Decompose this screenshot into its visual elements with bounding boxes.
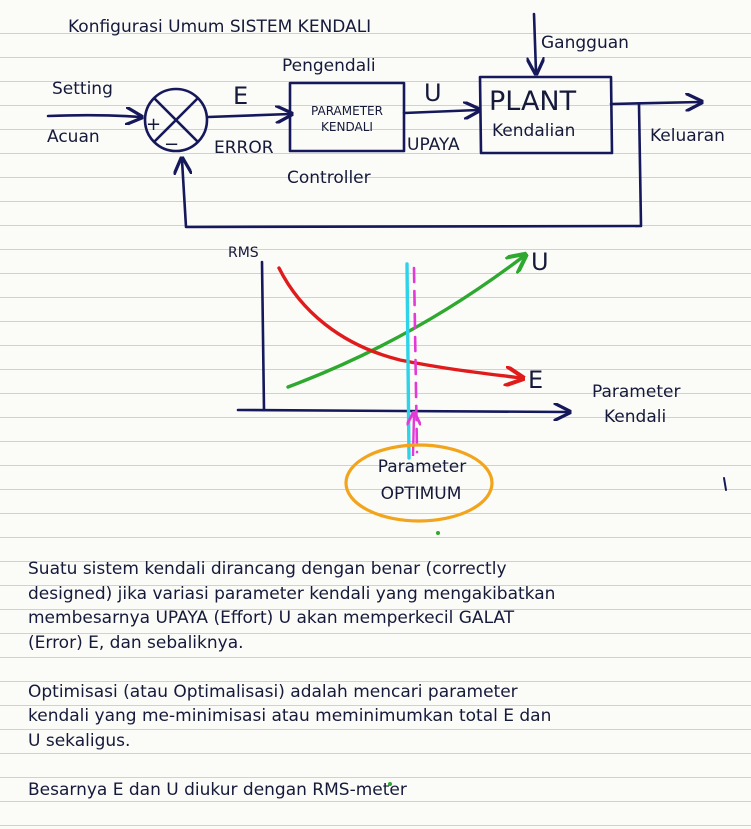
note-paragraph-2: Optimisasi (atau Optimalisasi) adalah me…: [28, 681, 552, 751]
chart-y-label: RMS: [228, 245, 259, 261]
output-arrow: [609, 102, 700, 104]
stray-dot: [436, 531, 440, 535]
plus-sign: +: [146, 114, 161, 135]
controller-box: PARAMETER KENDALI: [288, 81, 406, 153]
optimum-label-line2: OPTIMUM: [381, 484, 462, 504]
stray-mark: [723, 477, 727, 491]
error-symbol: E: [233, 82, 248, 110]
optimum-arrow: [413, 414, 414, 457]
chart-x-label-line1: Parameter: [592, 382, 680, 402]
chart-y-axis: [260, 260, 266, 412]
u-curve: [286, 256, 524, 389]
reference-label-acuan: Acuan: [47, 127, 100, 147]
optimum-circle: [344, 443, 494, 523]
e-curve: [277, 266, 521, 378]
rms-chart: RMS Parameter Kendali U E Parameter OPTI…: [228, 245, 680, 523]
chart-x-label-line2: Kendali: [604, 407, 666, 427]
minus-sign: −: [164, 134, 179, 155]
optimum-line-magenta: [412, 266, 419, 454]
e-curve-label: E: [528, 366, 543, 394]
feedback-path: [182, 102, 643, 229]
plant-sublabel: Kendalian: [492, 121, 575, 141]
stray-dot: [388, 782, 392, 786]
error-label: ERROR: [214, 138, 274, 158]
effort-arrow: [402, 110, 478, 113]
controller-top-label: Pengendali: [282, 56, 376, 76]
plant-label: PLANT: [489, 86, 577, 117]
reference-input-arrow: [46, 115, 140, 117]
controller-box-line1: PARAMETER: [311, 104, 383, 118]
chart-x-axis: [236, 410, 568, 412]
controller-box-line2: KENDALI: [321, 120, 373, 134]
disturbance-label: Gangguan: [541, 33, 629, 53]
output-label: Keluaran: [650, 126, 725, 146]
diagram-title: Konfigurasi Umum SISTEM KENDALI: [68, 17, 371, 37]
note-paragraph-1: Suatu sistem kendali dirancang dengan be…: [28, 559, 556, 653]
u-curve-label: U: [531, 248, 549, 276]
disturbance-arrow: [534, 12, 536, 72]
effort-symbol: U: [424, 79, 442, 107]
note-paragraph-3: Besarnya E dan U diukur dengan RMS-meter: [28, 779, 407, 800]
optimum-line-cyan: [405, 262, 411, 460]
reference-label-setting: Setting: [52, 79, 113, 99]
error-arrow: [206, 114, 290, 117]
controller-bottom-label: Controller: [287, 168, 371, 188]
summing-junction: + −: [143, 87, 209, 155]
plant-box: PLANT Kendalian: [478, 75, 614, 155]
effort-label: UPAYA: [407, 135, 460, 155]
explanation-notes: Suatu sistem kendali dirancang dengan be…: [28, 557, 751, 827]
optimum-label-line1: Parameter: [378, 457, 466, 477]
